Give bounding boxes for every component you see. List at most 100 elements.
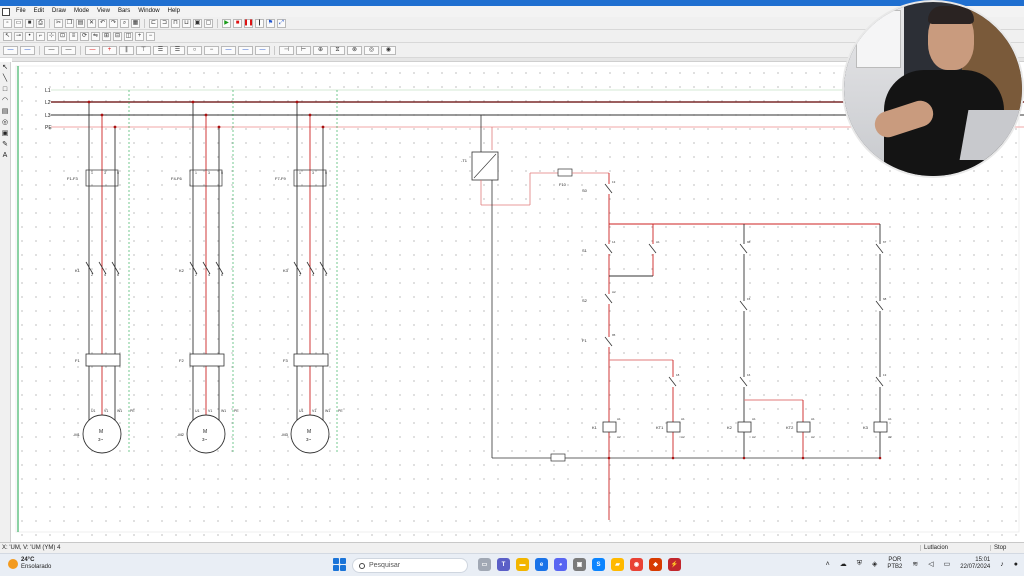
chevron-up-icon[interactable]: ˄ xyxy=(825,560,830,568)
coil-icon[interactable]: ⊕ xyxy=(313,45,328,55)
undo-icon[interactable]: ↶ xyxy=(98,18,107,28)
line-blue2-icon[interactable]: — xyxy=(238,45,253,55)
menu-mode[interactable]: Mode xyxy=(74,8,90,14)
text-tool-icon[interactable]: A xyxy=(2,152,8,159)
line-h-icon[interactable]: — xyxy=(3,45,18,55)
pen-icon[interactable]: ✎ xyxy=(2,141,8,148)
bar2-icon[interactable]: ☰ xyxy=(170,45,185,55)
app-tray-icon[interactable]: ◈ xyxy=(871,561,878,568)
copy-icon[interactable]: ❐ xyxy=(65,18,74,28)
folder-icon[interactable]: ▰ xyxy=(611,558,624,571)
windows-start-icon[interactable] xyxy=(333,558,346,571)
line-light-icon[interactable]: — xyxy=(44,45,59,55)
menu-bars[interactable]: Bars xyxy=(117,8,131,14)
wire-icon[interactable]: ⌐ xyxy=(36,31,45,41)
system-clock[interactable]: 15:01 22/07/2024 xyxy=(960,557,990,571)
menu-file[interactable]: File xyxy=(16,8,26,14)
label-icon[interactable]: ⊡ xyxy=(58,31,67,41)
terminal-icon[interactable]: ⊤ xyxy=(136,45,151,55)
fill-icon[interactable]: ▤ xyxy=(1,108,9,115)
cross-red-icon[interactable]: + xyxy=(102,45,117,55)
line-red-icon[interactable]: — xyxy=(85,45,100,55)
parallel-icon[interactable]: ∥ xyxy=(119,45,134,55)
link-icon[interactable]: ⊸ xyxy=(14,31,23,41)
pointer-icon[interactable]: ↖ xyxy=(3,31,12,41)
menu-edit[interactable]: Edit xyxy=(33,8,45,14)
snap-icon[interactable]: ⊟ xyxy=(113,31,122,41)
play-icon[interactable]: ▶ xyxy=(222,18,231,28)
redo-icon[interactable]: ↷ xyxy=(109,18,118,28)
menu-window[interactable]: Window xyxy=(138,8,160,14)
group-icon[interactable]: ▣ xyxy=(193,18,202,28)
menu-draw[interactable]: Draw xyxy=(52,8,67,14)
wifi-icon[interactable]: ≋ xyxy=(912,561,919,568)
media-icon[interactable]: ◆ xyxy=(649,558,662,571)
taskbar-search[interactable]: Pesquisar xyxy=(352,558,468,573)
teams-icon[interactable]: T xyxy=(497,558,510,571)
task-view-icon[interactable]: ▭ xyxy=(478,558,491,571)
menu-view[interactable]: View xyxy=(97,8,110,14)
draw-line-icon[interactable]: ╲ xyxy=(2,75,8,82)
align-left-icon[interactable]: ⊏ xyxy=(149,18,158,28)
junction-icon[interactable]: ⊹ xyxy=(47,31,56,41)
motor-icon[interactable]: ◉ xyxy=(381,45,396,55)
contact-no-icon[interactable]: ⊣ xyxy=(279,45,294,55)
speaker-icon[interactable]: ◁ xyxy=(928,561,934,568)
align-right-icon[interactable]: ⊐ xyxy=(160,18,169,28)
relay-icon[interactable]: ⊗ xyxy=(347,45,362,55)
properties-icon[interactable]: ▦ xyxy=(131,18,140,28)
language-indicator[interactable]: POR PTB2 xyxy=(887,557,902,571)
select-arrow-icon[interactable]: ↖ xyxy=(2,64,8,71)
store-icon[interactable]: ▣ xyxy=(573,558,586,571)
pause-icon[interactable]: ❚❚ xyxy=(243,18,254,28)
node-icon[interactable]: • xyxy=(25,31,34,41)
edge-icon[interactable]: e xyxy=(535,558,548,571)
file-explorer-icon[interactable]: ▬ xyxy=(516,558,529,571)
layer-icon[interactable]: ◫ xyxy=(124,31,133,41)
notification-bell-icon[interactable]: ♪ xyxy=(1000,560,1004,568)
flag-icon[interactable]: ⚑ xyxy=(266,18,275,28)
step-icon[interactable]: ❙ xyxy=(255,18,264,28)
rectangle-icon[interactable]: □ xyxy=(2,86,8,93)
zoom-out-icon[interactable]: − xyxy=(146,31,155,41)
zoom-in-icon[interactable]: + xyxy=(135,31,144,41)
cloud-icon[interactable]: ☁ xyxy=(839,561,847,568)
open-folder-icon[interactable]: ▭ xyxy=(14,18,23,28)
delete-icon[interactable]: ✕ xyxy=(87,18,96,28)
bar-icon[interactable]: ☰ xyxy=(153,45,168,55)
rotate-icon[interactable]: ⟳ xyxy=(80,31,89,41)
contact-nc-icon[interactable]: ⊢ xyxy=(296,45,311,55)
shield-icon[interactable]: ⛨ xyxy=(856,560,862,567)
circle-icon[interactable]: ○ xyxy=(187,45,202,55)
print-icon[interactable]: ⎙ xyxy=(36,18,45,28)
weather-widget[interactable]: 24°C Ensolarado xyxy=(8,557,51,571)
find-icon[interactable]: ⌕ xyxy=(120,18,129,28)
discord-icon[interactable]: ◕ xyxy=(554,558,567,571)
bus-icon[interactable]: ≡ xyxy=(69,31,78,41)
dash-icon[interactable]: − xyxy=(204,45,219,55)
grid-icon[interactable]: ⊞ xyxy=(102,31,111,41)
mirror-icon[interactable]: ⇋ xyxy=(91,31,100,41)
lamp-icon[interactable]: ◎ xyxy=(364,45,379,55)
paste-icon[interactable]: ▤ xyxy=(76,18,85,28)
chrome-icon[interactable]: ◉ xyxy=(630,558,643,571)
stop-icon[interactable]: ■ xyxy=(233,18,242,28)
battery-icon[interactable]: ▭ xyxy=(943,561,951,568)
menu-help[interactable]: Help xyxy=(167,8,180,14)
image-icon[interactable]: ▣ xyxy=(1,130,9,137)
cut-icon[interactable]: ✂ xyxy=(54,18,63,28)
align-bottom-icon[interactable]: ⊔ xyxy=(182,18,191,28)
line-blue-icon[interactable]: — xyxy=(221,45,236,55)
save-icon[interactable]: ■ xyxy=(25,18,34,28)
zoom-fit-icon[interactable]: ⤢ xyxy=(277,18,286,28)
line-light2-icon[interactable]: — xyxy=(61,45,76,55)
ungroup-icon[interactable]: ▢ xyxy=(204,18,213,28)
align-top-icon[interactable]: ⊓ xyxy=(171,18,180,28)
timer-icon[interactable]: ⧖ xyxy=(330,45,345,55)
color-icon[interactable]: ● xyxy=(1013,560,1018,568)
new-file-icon[interactable]: ▫ xyxy=(3,18,12,28)
cade-simu-icon[interactable]: ⚡ xyxy=(668,558,681,571)
ellipse-icon[interactable]: ◎ xyxy=(1,119,9,126)
skype-icon[interactable]: S xyxy=(592,558,605,571)
